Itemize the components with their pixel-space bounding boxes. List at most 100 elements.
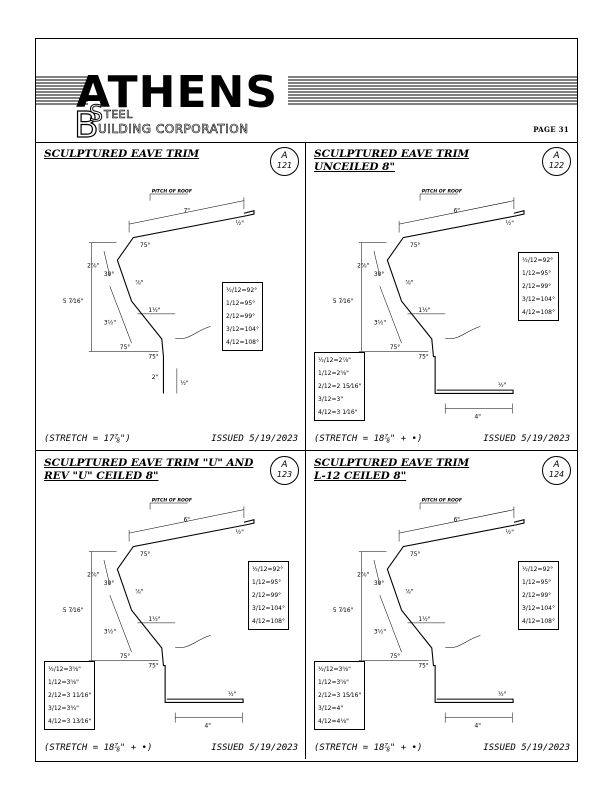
roof-pitch-angle-table: ½/12=92° 1/12=95° 2/12=99° 3/12=104° 4/12=10…: [518, 561, 559, 630]
angle-75-top: 75°: [410, 552, 420, 558]
panel-title: SCULPTURED EAVE TRIM: [44, 148, 200, 160]
dim-bottom: 4": [475, 724, 482, 730]
dim-7-8: ⅞": [135, 590, 144, 596]
dim-7-8: ⅞": [405, 590, 414, 596]
angle-75-top: 75°: [140, 552, 150, 558]
dim-3-1-2: 3½": [374, 629, 386, 636]
roof-pitch-row: 2/12=99°: [522, 283, 552, 290]
stretch-note: (STRETCH = 18⅞" + •): [314, 743, 423, 753]
svg-text:B: B: [74, 105, 99, 142]
dim-hem: ½": [236, 529, 245, 536]
trim-profile-drawing: PITCH OF ROOF 7" ½" 75° 2⅞" 30° ⅞" 5 7⁄1…: [63, 188, 255, 394]
angle-75-low: 75°: [148, 354, 158, 360]
roof-pitch-row: 1/12=95°: [226, 300, 256, 307]
stretch-note: (STRETCH = 18⅞" + •): [44, 743, 153, 753]
dim-7-8: ⅞": [135, 281, 144, 287]
drip-length-row: 4/12=3 13⁄16": [48, 718, 92, 725]
pitch-of-roof-label: PITCH OF ROOF: [422, 188, 463, 194]
dim-1-1-2: 1½": [418, 307, 430, 314]
roof-pitch-row: 1/12=95°: [522, 270, 552, 277]
header: ATHENS B S TEEL UILDING CORPORATION PAGE…: [36, 39, 577, 143]
logo-steel: TEEL: [103, 108, 133, 121]
drip-length-row: ½/12=2⅞": [318, 357, 351, 364]
roof-pitch-angle-table: ½/12=92° 1/12=95° 2/12=99° 3/12=104° 4/12=10…: [248, 561, 289, 630]
pitch-of-roof-label: PITCH OF ROOF: [422, 497, 463, 503]
drip-length-row: 2/12=3 11⁄16": [48, 692, 92, 699]
roof-pitch-angle-table: ½/12=92°1/12=95°2/12=99°3/12=104°4/12=10…: [222, 282, 263, 351]
drip-length-row: 3/12=3": [318, 396, 344, 403]
angle-75-top: 75°: [410, 243, 420, 249]
angle-75-mid: 75°: [390, 654, 400, 660]
roof-pitch-row: ½/12=92°: [522, 257, 554, 264]
roof-pitch-row: 3/12=104°: [522, 605, 555, 612]
dim-hem-low: ½": [498, 691, 507, 698]
dim-bottom: 4": [475, 415, 482, 421]
dim-1-1-2: 1½": [148, 307, 160, 314]
pitch-of-roof-label: PITCH OF ROOF: [152, 497, 193, 503]
issued-date: ISSUED 5/19/2023: [211, 743, 298, 753]
drip-length-row: 2/12=3 15⁄16": [318, 692, 362, 699]
dim-hem: ½": [506, 220, 515, 227]
angle-75-low: 75°: [418, 354, 428, 360]
dim-5-7-16: 5 7⁄16": [63, 608, 84, 614]
drip-length-row: 2/12=2 15⁄16": [318, 383, 362, 390]
logo-building-corporation: UILDING CORPORATION: [98, 122, 249, 136]
dim-2-7-8: 2⅞": [87, 573, 99, 579]
dim-3-1-2: 3½": [104, 629, 116, 636]
dim-hem: ½": [236, 220, 245, 227]
company-logo: ATHENS B S TEEL UILDING CORPORATION: [36, 67, 577, 142]
drip-length-row: 1/12=2⅝": [318, 370, 349, 377]
roof-pitch-row: ½/12=92°: [522, 566, 554, 573]
angle-30: 30°: [104, 272, 114, 278]
logo-athens: ATHENS: [76, 67, 278, 118]
drip-length-row: 1/12=3⅝": [318, 679, 349, 686]
dim-top: 7": [184, 208, 191, 214]
trim-profile: [116, 524, 247, 704]
roof-pitch-row: ½/12=92°: [226, 287, 258, 294]
roof-pitch-row: 2/12=99°: [226, 313, 256, 320]
roof-pitch-row: 4/12=108°: [252, 618, 285, 625]
trim-profile-drawing: PITCH OF ROOF 6" ½" 75° 2⅞" 30° ⅞" 5 7⁄1…: [63, 497, 255, 730]
drip-length-row: 3/12=4": [318, 705, 344, 712]
dim-hem: ½": [506, 529, 515, 536]
roof-pitch-row: 1/12=95°: [252, 579, 282, 586]
roof-pitch-row: 4/12=108°: [522, 618, 555, 625]
angle-30: 30°: [104, 581, 114, 587]
dim-top: 6": [184, 517, 191, 523]
roof-pitch-row: 2/12=99°: [522, 592, 552, 599]
drip-length-row: ½/12=3⅝": [48, 666, 81, 673]
dim-hem-low: ½": [228, 691, 237, 698]
roof-pitch-row: 1/12=95°: [522, 579, 552, 586]
dim-2-7-8: 2⅞": [87, 264, 99, 270]
roof-pitch-row: ½/12=92°: [252, 566, 284, 573]
roof-pitch-row: 3/12=104°: [226, 326, 259, 333]
dim-2-7-8: 2⅞": [357, 573, 369, 579]
dim-bottom: 2": [152, 375, 159, 381]
drip-length-row: 1/12=3⅝": [48, 679, 79, 686]
dim-bottom: 4": [205, 724, 212, 730]
roof-pitch-angle-table: ½/12=92°1/12=95°2/12=99°3/12=104°4/12=10…: [518, 252, 559, 321]
roof-pitch-row: 4/12=108°: [522, 309, 555, 316]
drip-length-row: 4/12=4⅛": [318, 718, 349, 725]
drip-length-row: 4/12=3 1⁄16": [318, 409, 358, 416]
page-frame: ATHENS B S TEEL UILDING CORPORATION PAGE…: [35, 38, 578, 762]
roof-pitch-row: 3/12=104°: [252, 605, 285, 612]
dim-top: 6": [454, 208, 461, 214]
angle-75-mid: 75°: [390, 345, 400, 351]
roof-pitch-row: 2/12=99°: [252, 592, 282, 599]
drip-length-row: 3/12=3¾": [48, 705, 79, 712]
dim-1-1-2: 1½": [148, 616, 160, 623]
trim-profile-drawing: PITCH OF ROOF 6" ½" 75° 2⅞" 30° ⅞" 5 7⁄1…: [333, 188, 525, 421]
stretch-note: (STRETCH = 17⅞"): [44, 434, 131, 444]
drip-length-table: ½/12=3⅝"1/12=3⅝"2/12=3 15⁄16"3/12=4"4/12…: [314, 661, 366, 730]
angle-75-low: 75°: [148, 663, 158, 669]
